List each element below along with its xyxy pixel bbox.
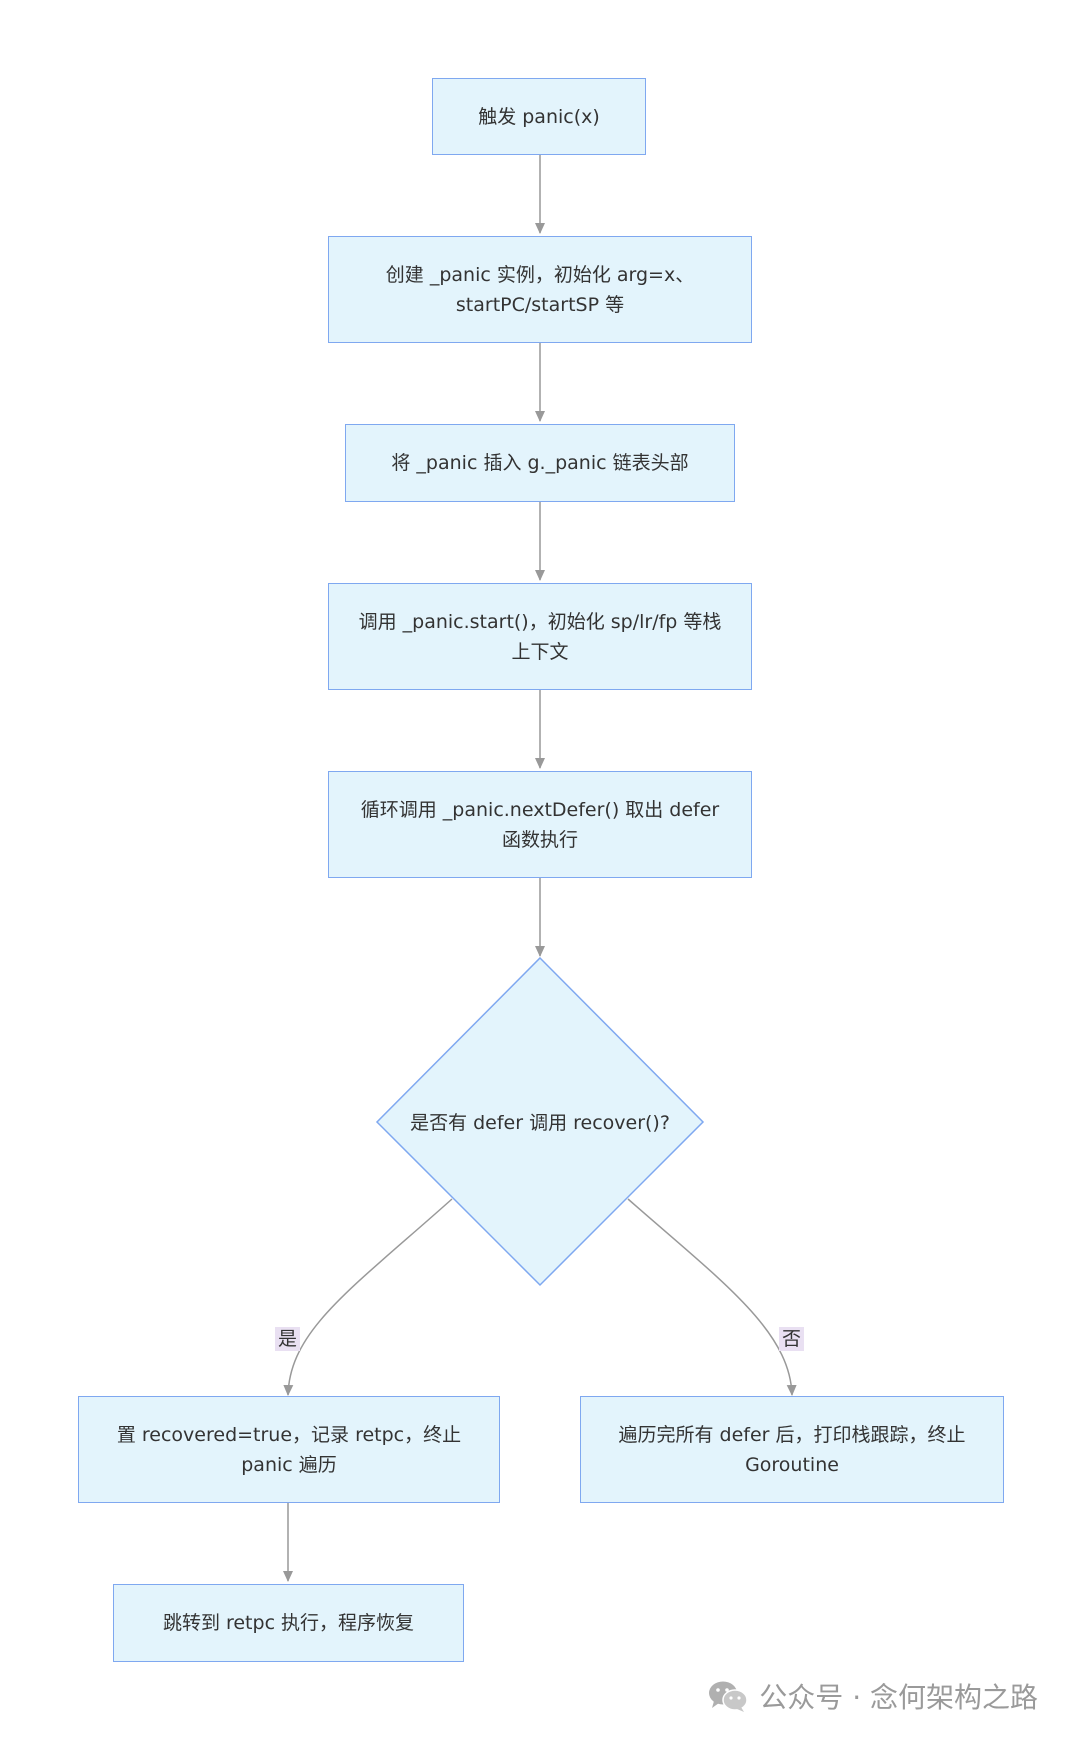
node-jump-retpc: 跳转到 retpc 执行，程序恢复 xyxy=(113,1584,464,1662)
node-create-panic-label: 创建 _panic 实例，初始化 arg=x、startPC/startSP 等 xyxy=(385,263,695,316)
wechat-icon xyxy=(709,1681,749,1712)
node-panic-start: 调用 _panic.start()，初始化 sp/lr/fp 等栈上下文 xyxy=(328,583,752,690)
node-terminate-label: 遍历完所有 defer 后，打印栈跟踪，终止 Goroutine xyxy=(618,1423,966,1476)
node-insert-panic: 将 _panic 插入 g._panic 链表头部 xyxy=(345,424,735,502)
edge-label-yes: 是 xyxy=(275,1327,301,1351)
node-terminate: 遍历完所有 defer 后，打印栈跟踪，终止 Goroutine xyxy=(580,1396,1004,1503)
node-recovered: 置 recovered=true，记录 retpc，终止 panic 遍历 xyxy=(78,1396,500,1503)
node-trigger-panic: 触发 panic(x) xyxy=(432,78,646,155)
node-panic-start-label: 调用 _panic.start()，初始化 sp/lr/fp 等栈上下文 xyxy=(358,610,722,663)
node-jump-retpc-label: 跳转到 retpc 执行，程序恢复 xyxy=(162,1612,415,1634)
node-recovered-label: 置 recovered=true，记录 retpc，终止 panic 遍历 xyxy=(116,1423,462,1476)
node-trigger-panic-label: 触发 panic(x) xyxy=(478,105,600,128)
decision-label: 是否有 defer 调用 recover()? xyxy=(410,1112,670,1134)
decision-diamond xyxy=(375,956,705,1287)
edge-decision-no xyxy=(627,1198,797,1396)
edge-label-no: 否 xyxy=(779,1327,805,1351)
node-insert-panic-label: 将 _panic 插入 g._panic 链表头部 xyxy=(391,452,689,474)
watermark-text: 公众号 · 念何架构之路 xyxy=(759,1681,1038,1714)
node-create-panic: 创建 _panic 实例，初始化 arg=x、startPC/startSP 等 xyxy=(328,236,752,343)
node-next-defer: 循环调用 _panic.nextDefer() 取出 defer 函数执行 xyxy=(328,771,752,878)
node-next-defer-label: 循环调用 _panic.nextDefer() 取出 defer 函数执行 xyxy=(360,798,720,851)
watermark: 公众号 · 念何架构之路 xyxy=(707,1676,1038,1716)
edge-decision-yes xyxy=(283,1198,453,1396)
